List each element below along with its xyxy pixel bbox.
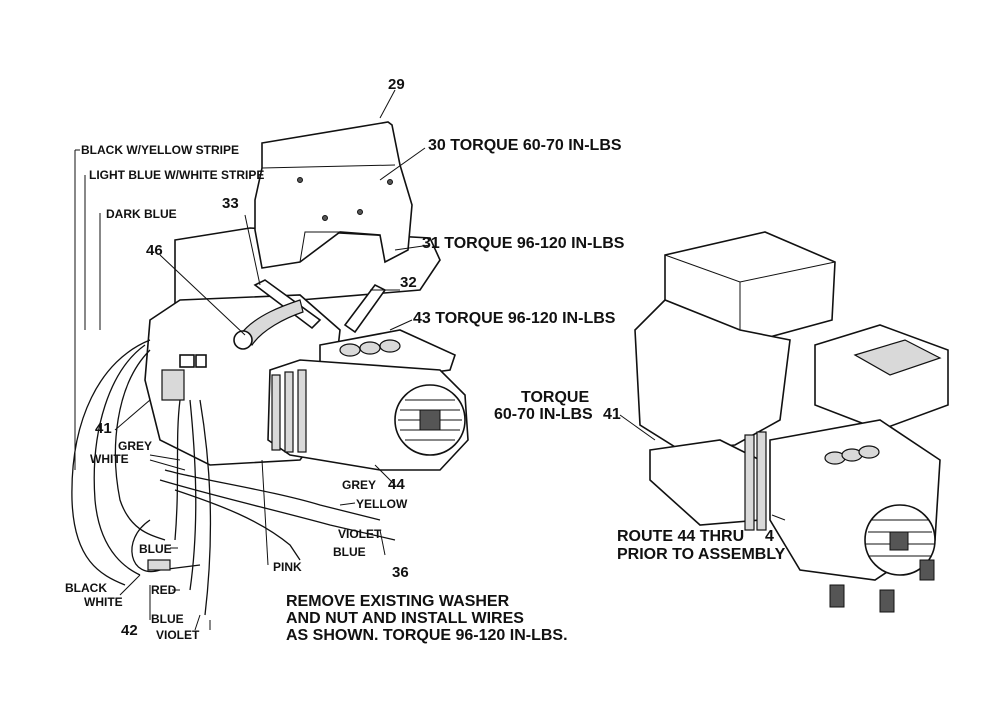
wire-label-light-blue-white: LIGHT BLUE W/WHITE STRIPE: [89, 168, 264, 182]
callout-31: 31 TORQUE 96-120 IN-LBS: [422, 235, 625, 252]
wire-label-pink: PINK: [273, 560, 302, 574]
callout-43: 43 TORQUE 96-120 IN-LBS: [413, 310, 616, 327]
note-route-number: 4: [765, 528, 774, 545]
wire-label-blue-top: BLUE: [139, 542, 172, 556]
note-washer-line3: AS SHOWN. TORQUE 96-120 IN-LBS.: [286, 627, 568, 644]
left-generator-assembly: [71, 89, 469, 631]
note-route-line2: PRIOR TO ASSEMBLY: [617, 546, 786, 563]
wire-label-red: RED: [151, 583, 177, 597]
callout-44: 44: [388, 476, 405, 493]
callout-42: 42: [121, 622, 138, 639]
wire-label-grey-right: GREY: [342, 478, 376, 492]
hose-46: [239, 299, 304, 346]
wire-label-white-left: WHITE: [90, 452, 129, 466]
callout-46: 46: [146, 242, 163, 259]
capacitors-right: [824, 445, 880, 465]
support-feet: [829, 559, 935, 613]
note-torque-line2: 60-70 IN-LBS: [494, 406, 593, 423]
wire-label-violet-right: VIOLET: [338, 527, 382, 541]
mounting-frame: [649, 439, 761, 526]
callout-36: 36: [392, 564, 409, 581]
cooling-grille-right: [864, 504, 936, 576]
callout-33: 33: [222, 195, 239, 212]
callout-41-left: 41: [95, 420, 112, 437]
note-washer-line2: AND NUT AND INSTALL WIRES: [286, 610, 524, 627]
callout-41-right: 41: [603, 406, 621, 423]
wire-label-blue-bottom: BLUE: [151, 612, 184, 626]
wire-label-yellow: YELLOW: [356, 497, 408, 511]
wire-label-blue-right: BLUE: [333, 545, 366, 559]
leader-lines-left: [74, 89, 431, 631]
wire-label-grey-left: GREY: [118, 439, 152, 453]
terminal-block: [161, 369, 185, 401]
side-fins-right: [744, 431, 767, 531]
wire-label-black-yellow: BLACK W/YELLOW STRIPE: [81, 143, 239, 157]
note-washer-line1: REMOVE EXISTING WASHER: [286, 593, 510, 610]
cooling-grille: [394, 384, 466, 456]
callout-29: 29: [388, 76, 405, 93]
mounting-bracket-29: [254, 121, 413, 269]
engine-body-right: [634, 299, 791, 451]
callout-32: 32: [400, 274, 417, 291]
side-fins: [271, 369, 307, 453]
connector-42: [147, 559, 171, 571]
wire-label-dark-blue: DARK BLUE: [106, 207, 177, 221]
note-route-line1: ROUTE 44 THRU: [617, 528, 744, 545]
wire-label-white-bottom: WHITE: [84, 595, 123, 609]
wire-label-violet-bottom: VIOLET: [156, 628, 200, 642]
wire-harness-left: [71, 339, 396, 616]
callout-30: 30 TORQUE 60-70 IN-LBS: [428, 137, 622, 154]
wire-label-black: BLACK: [65, 581, 107, 595]
right-generator-assembly: [619, 231, 949, 613]
note-torque-line1: TORQUE: [521, 389, 589, 406]
control-box: [814, 324, 949, 431]
